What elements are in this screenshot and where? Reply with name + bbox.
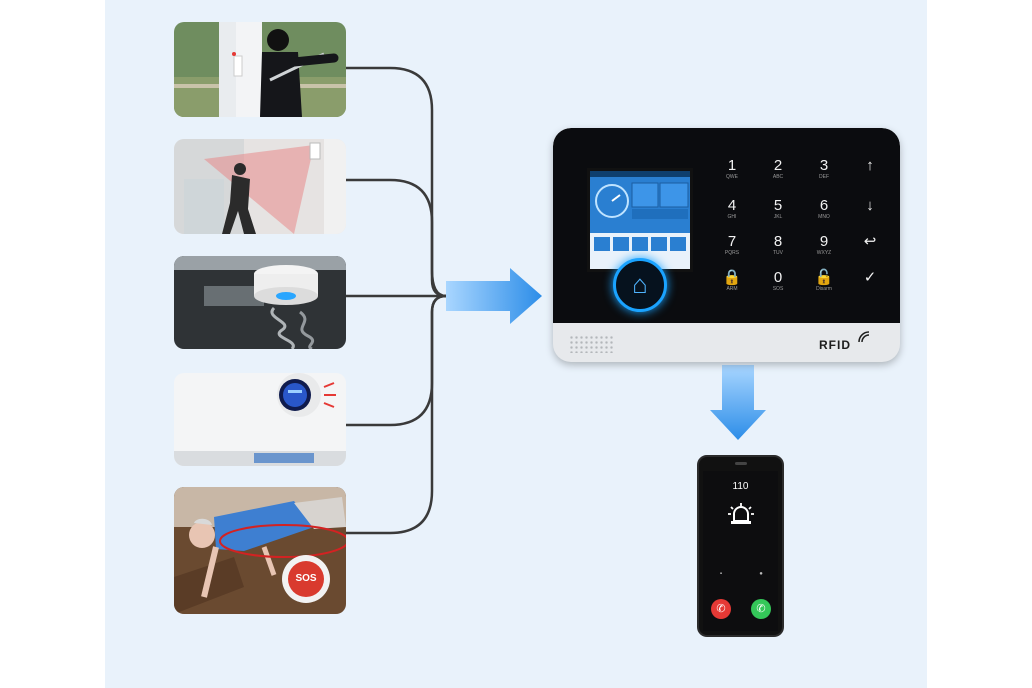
wire-motion-sensor (346, 178, 447, 298)
motion-sensor-intruder-icon (174, 139, 346, 234)
keypad-key[interactable]: ↑ (851, 158, 889, 174)
keypad-key-sublabel: JKL (773, 214, 783, 220)
door-sensor-intruder-icon (174, 22, 346, 117)
keypad-key-sublabel: PQRS (724, 250, 740, 256)
sos-button-label: SOS (295, 573, 317, 584)
keypad-key-glyph: ✓ (863, 269, 877, 286)
arrow-to-phone-icon (710, 365, 766, 440)
keypad-key-glyph: 7 (727, 233, 737, 250)
keypad-key-glyph: 🔒 (722, 269, 742, 286)
phone-answer-icon[interactable]: ✆ (751, 599, 771, 619)
keypad-key[interactable]: ✓ (851, 270, 889, 286)
gas-detector-icon (174, 373, 346, 466)
keypad-key-sublabel: QWE (726, 174, 738, 180)
keypad-key-sublabel: GHI (727, 214, 737, 220)
keypad-key-sublabel: ABC (772, 174, 784, 180)
keypad-key-glyph: 6 (819, 197, 829, 214)
sos-button-tile: SOS (174, 487, 346, 614)
rfid-label: RFID (819, 338, 851, 352)
keypad-key[interactable]: ↩ (851, 234, 889, 250)
keypad-key-sublabel: SOS (772, 286, 784, 292)
keypad-key-sublabel: TUV (773, 250, 783, 256)
phone-hangup-icon[interactable]: ✆ (711, 599, 731, 619)
wireless-signal-icon (858, 331, 870, 343)
mute-icon[interactable]: ▪ (719, 571, 723, 577)
keypad-key-glyph: 2 (773, 157, 783, 174)
keypad-key-glyph: ↓ (866, 197, 874, 214)
keypad-key-glyph: 5 (773, 197, 783, 214)
siren-icon (703, 501, 778, 533)
arrow-to-panel-icon (446, 268, 542, 324)
wire-sos-button (346, 294, 447, 535)
keypad-key-sublabel: DEF (819, 174, 829, 180)
keypad-key-glyph: 1 (727, 157, 737, 174)
keypad-key-sublabel: Disarm (816, 286, 832, 292)
keypad-key[interactable]: 🔓Disarm (805, 270, 843, 293)
keypad-key-glyph: 0 (773, 269, 783, 286)
door-sensor-tile (174, 22, 346, 117)
wire-bundle (346, 66, 447, 535)
keypad-key-glyph: 🔓 (814, 269, 834, 286)
speaker-toggle-icon[interactable]: ● (759, 571, 763, 577)
keypad-key-glyph: 4 (727, 197, 737, 214)
keypad-key-glyph: ↩ (863, 233, 877, 250)
phone-speaker (735, 462, 747, 465)
phone-call-screen: 110 ▪ ● ✆ ✆ (703, 471, 778, 631)
smoke-detector-icon (174, 256, 346, 349)
caller-number: 110 (732, 481, 749, 492)
keypad-key-glyph: 3 (819, 157, 829, 174)
keypad-key-glyph: ↑ (866, 157, 874, 174)
smoke-detector-tile (174, 256, 346, 349)
house-icon: ⌂ (632, 269, 648, 299)
sos-panic-button-icon (174, 487, 346, 614)
keypad-key-sublabel: WXYZ (816, 250, 832, 256)
lcd-dashboard-icon (590, 171, 690, 269)
keypad-key-sublabel: ARM (726, 286, 738, 292)
home-button[interactable]: ⌂ (613, 258, 667, 312)
keypad-key[interactable]: 🔒ARM (713, 270, 751, 293)
gas-detector-tile (174, 373, 346, 466)
panel-lcd-screen (587, 168, 693, 272)
keypad-key-glyph: 8 (773, 233, 783, 250)
smartphone: 110 ▪ ● ✆ ✆ (697, 455, 784, 637)
speaker-grille (569, 335, 613, 353)
keypad-key-glyph: 9 (819, 233, 829, 250)
keypad-key[interactable]: ↓ (851, 198, 889, 214)
motion-sensor-tile (174, 139, 346, 234)
keypad-key-sublabel: MNO (818, 214, 830, 220)
